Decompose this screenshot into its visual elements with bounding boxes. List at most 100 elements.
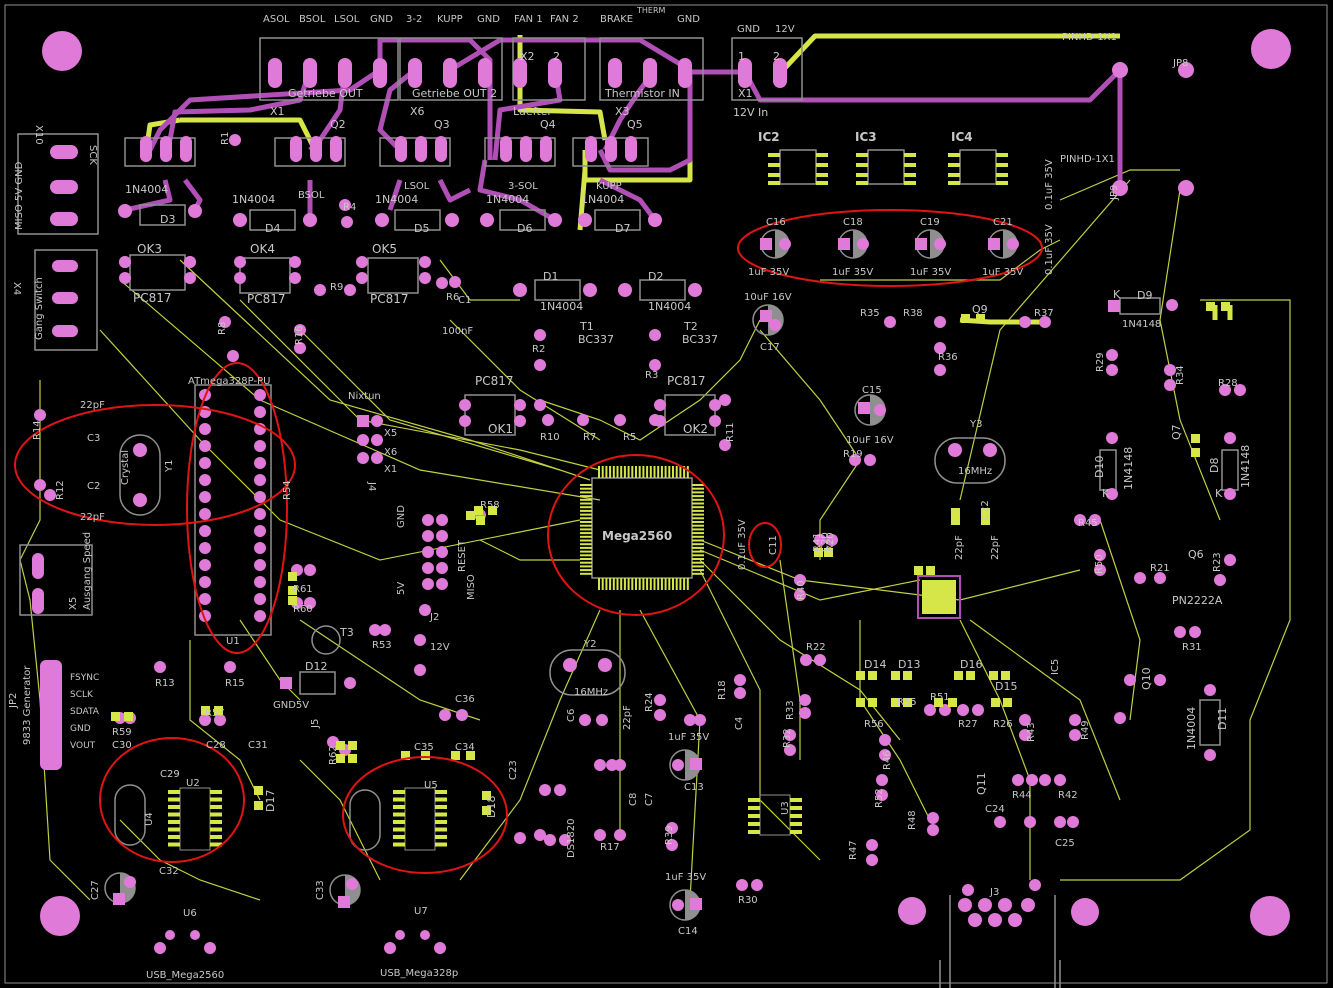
header-labels: PINHD-1X1 JP8 PINHD-1X1 JP9 JP2 9833 Gen… xyxy=(8,32,1188,898)
soic-pin xyxy=(790,830,802,834)
svg-text:C17: C17 xyxy=(760,342,780,353)
qfp-pin xyxy=(686,466,689,478)
resistor-label-r18: R18 xyxy=(717,680,728,700)
dip-pin xyxy=(254,593,266,605)
resistor-label-r21: R21 xyxy=(1150,563,1170,574)
dip-pin xyxy=(254,389,266,401)
svg-text:1N4148: 1N4148 xyxy=(1122,319,1161,330)
resistor-label-r30: R30 xyxy=(738,895,758,906)
smd-pad xyxy=(981,508,990,517)
via-pad xyxy=(784,744,796,756)
dip-pin xyxy=(199,474,211,486)
svg-text:C27: C27 xyxy=(90,880,101,900)
qfp-pin xyxy=(692,528,704,531)
svg-text:D18: D18 xyxy=(485,796,498,818)
smd-pad xyxy=(954,671,963,680)
svg-text:1N4148: 1N4148 xyxy=(1122,447,1135,490)
svg-text:U2: U2 xyxy=(186,778,200,789)
svg-text:U6: U6 xyxy=(183,908,197,919)
via-pad xyxy=(876,774,888,786)
via-pad xyxy=(784,729,796,741)
resistor-label-r22: R22 xyxy=(806,642,826,653)
svg-text:D13: D13 xyxy=(898,658,920,671)
via-pad xyxy=(1054,774,1066,786)
resistor-label-r60: R60 xyxy=(293,604,313,615)
svg-text:C35: C35 xyxy=(414,742,434,753)
dip-pin xyxy=(199,508,211,520)
qfp-pin xyxy=(660,578,663,590)
svg-text:OK4: OK4 xyxy=(250,242,275,256)
mounting-holes xyxy=(40,29,1291,936)
smd-pad xyxy=(288,586,297,595)
soic-pin xyxy=(168,835,180,839)
soic-pin xyxy=(748,806,760,810)
svg-text:USB_Mega328p: USB_Mega328p xyxy=(380,968,458,979)
via-pad xyxy=(596,714,608,726)
qfp-pin xyxy=(627,466,630,478)
qfp-pin xyxy=(580,528,592,531)
resistor-label-r26: R26 xyxy=(993,719,1013,730)
via-pad xyxy=(594,759,606,771)
lbl-x2: X2 xyxy=(520,50,535,63)
via-pad xyxy=(534,399,546,411)
via-pad xyxy=(866,839,878,851)
qfp-pin xyxy=(692,506,704,509)
resistor-label-r41: R41 xyxy=(812,532,823,552)
svg-text:USB_Mega2560: USB_Mega2560 xyxy=(146,970,224,981)
resistor-label-r35: R35 xyxy=(860,308,880,319)
svg-text:FSYNC: FSYNC xyxy=(70,673,99,683)
svg-text:U7: U7 xyxy=(414,906,428,917)
svg-text:D11: D11 xyxy=(1216,708,1229,730)
svg-text:1uF 35V: 1uF 35V xyxy=(910,267,951,278)
via-pad xyxy=(1219,384,1231,396)
svg-text:J4: J4 xyxy=(366,481,377,491)
via-pad xyxy=(154,661,166,673)
svg-text:X10: X10 xyxy=(33,125,44,145)
via-pad xyxy=(962,884,974,896)
qfp-pin xyxy=(660,466,663,478)
via-pad xyxy=(654,694,666,706)
via-pad xyxy=(1189,626,1201,638)
resistor-label-r49: R49 xyxy=(1080,720,1091,740)
soic-pin xyxy=(168,820,180,824)
via-pad xyxy=(594,829,606,841)
via-pad xyxy=(1029,879,1041,891)
svg-text:C28: C28 xyxy=(206,740,226,751)
qfp-pin xyxy=(692,509,704,512)
via-pad xyxy=(826,534,838,546)
smd-pad xyxy=(868,698,877,707)
smd-pad xyxy=(288,596,297,605)
via-pad xyxy=(542,414,554,426)
via-pad xyxy=(414,634,426,646)
resistor-label-r31: R31 xyxy=(1182,642,1202,653)
qfp-pin xyxy=(635,466,637,478)
resistor-label-r16: R16 xyxy=(294,325,305,345)
qfp-pin xyxy=(631,466,634,478)
qfp-pin xyxy=(601,578,604,590)
smd-pad xyxy=(482,791,491,800)
soic-pin xyxy=(435,805,447,809)
svg-text:PC817: PC817 xyxy=(475,374,514,388)
via-pad xyxy=(924,704,936,716)
dip-pin xyxy=(199,593,211,605)
smd-pad xyxy=(201,706,210,715)
qfp-pin xyxy=(609,578,612,590)
qfp-pin xyxy=(580,569,592,572)
via-pad xyxy=(734,674,746,686)
via-pad xyxy=(849,454,861,466)
svg-text:C15: C15 xyxy=(862,385,882,396)
via-pad xyxy=(534,329,546,341)
via-pad xyxy=(227,350,239,362)
svg-text:1uF 35V: 1uF 35V xyxy=(832,267,873,278)
dip-pin xyxy=(254,474,266,486)
smd-pad xyxy=(111,712,120,721)
dip-pin xyxy=(254,576,266,588)
smd-pad xyxy=(824,548,833,557)
via-pad xyxy=(1214,574,1226,586)
qfp-pin xyxy=(638,578,641,590)
via-pad xyxy=(866,854,878,866)
qfp-pin xyxy=(692,491,704,494)
qfp-pin xyxy=(692,495,704,498)
lbl-fan2: FAN 2 xyxy=(550,14,579,25)
